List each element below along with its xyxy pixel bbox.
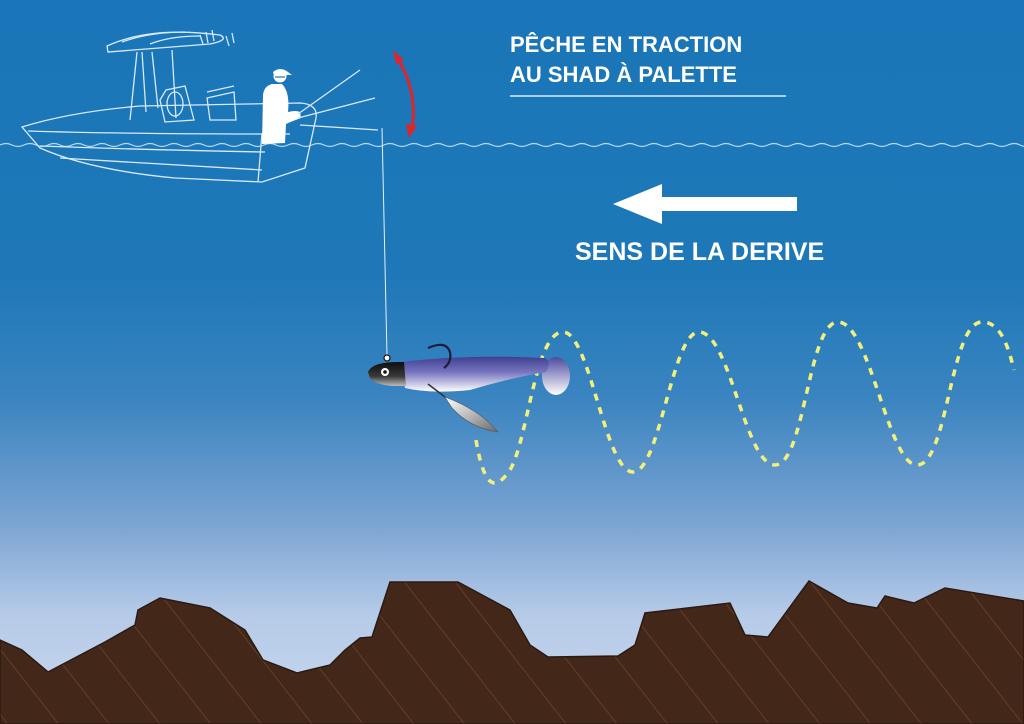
drift-direction-label: SENS DE LA DERIVE <box>575 238 825 266</box>
title-line-2: AU SHAD À PALETTE <box>510 62 737 87</box>
fishing-line <box>381 127 388 357</box>
water-surface <box>0 142 1024 148</box>
seabed <box>0 580 1024 724</box>
boat-icon <box>20 29 317 183</box>
rod-motion-arrow-icon <box>393 50 417 138</box>
lure-path <box>474 320 1016 485</box>
title-underline <box>510 95 786 97</box>
angler-icon <box>262 69 379 144</box>
title-line-1: PÊCHE EN TRACTION <box>510 32 743 57</box>
drift-arrow-icon <box>613 184 797 224</box>
shad-lure-icon <box>368 343 570 433</box>
page-title: PÊCHE EN TRACTION AU SHAD À PALETTE <box>510 30 786 90</box>
